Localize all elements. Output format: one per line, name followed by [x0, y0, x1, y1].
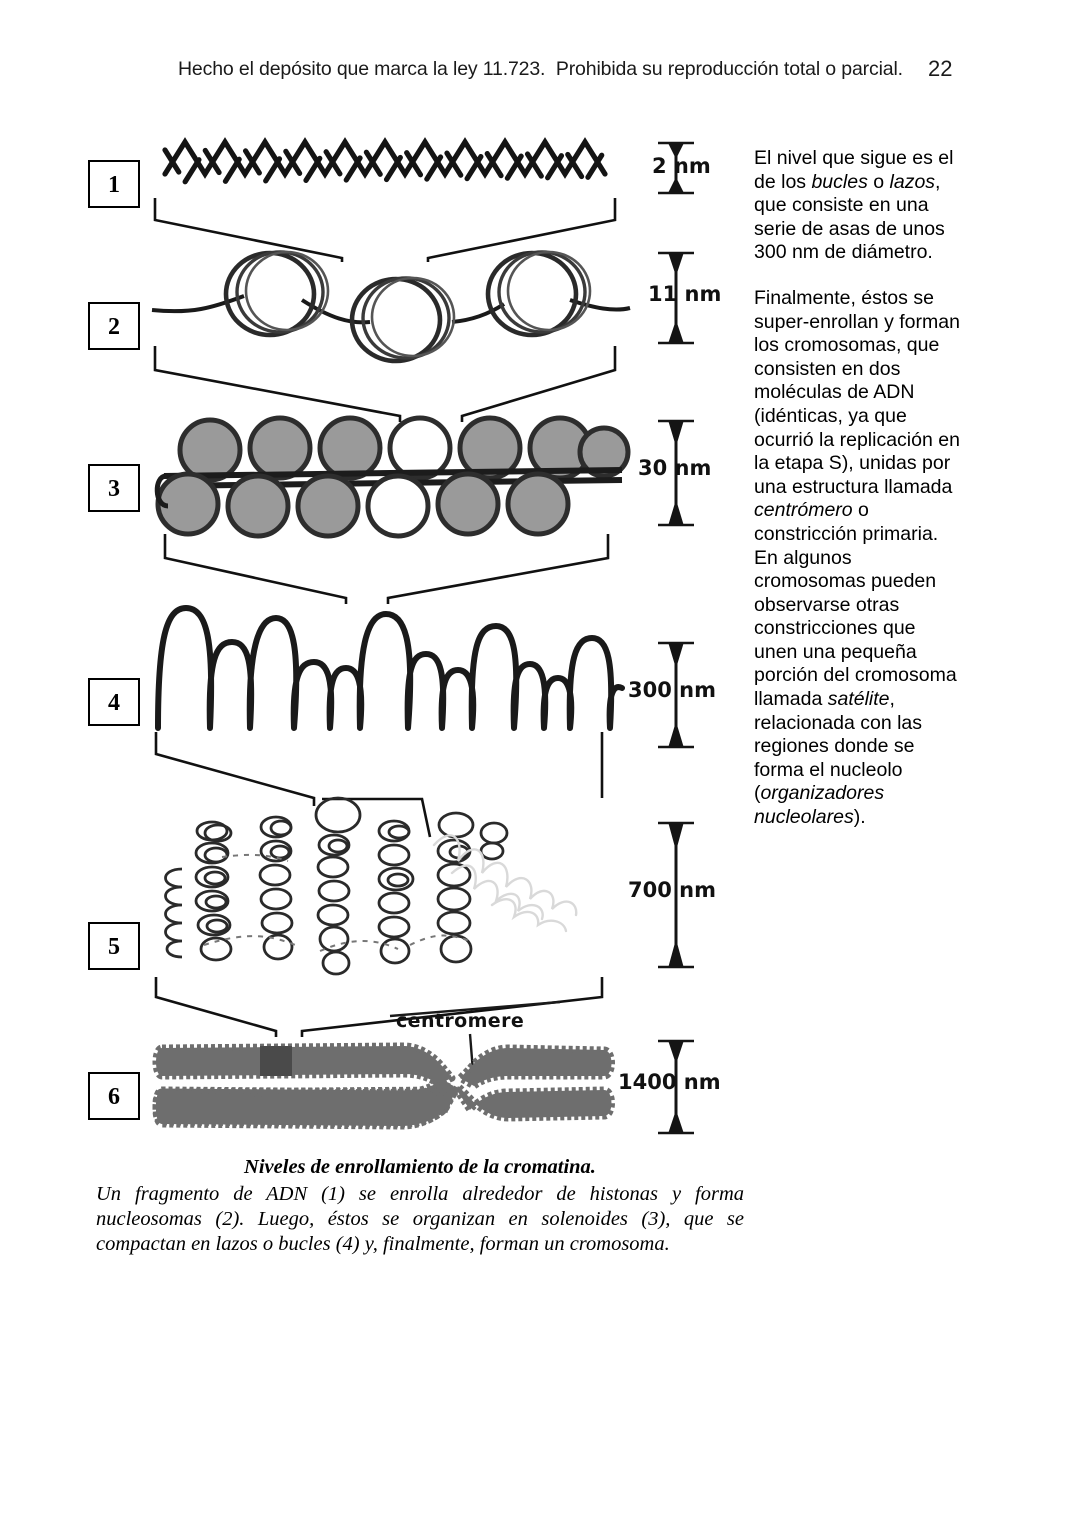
p2-part1: Finalmente, éstos se super-enrollan y fo… [754, 286, 960, 498]
dimension-marker-700nm: 700 nm [628, 820, 808, 970]
dimension-label-2nm: 2 nm [652, 154, 711, 178]
step-number-box-5: 5 [88, 922, 140, 970]
figure-caption-title: Niveles de enrollamiento de la cromatina… [244, 1156, 596, 1178]
p2-em-centromero: centrómero [754, 499, 853, 522]
dimension-label-300nm: 300 nm [628, 678, 716, 702]
page-header: Hecho el depósito que marca la ley 11.72… [0, 56, 1080, 88]
level-3-solenoid-fiber [152, 414, 632, 539]
p1-part3: , que consiste en una serie de asas de u… [754, 170, 945, 264]
connector-bracket-5-to-6 [150, 975, 620, 1037]
dimension-label-700nm: 700 nm [628, 878, 716, 902]
level-6-metaphase-chromosome [152, 1036, 622, 1140]
step-number-box-3: 3 [88, 464, 140, 512]
copyright-notice: Hecho el depósito que marca la ley 11.72… [178, 58, 903, 80]
p1-em-bucles: bucles [811, 170, 868, 193]
figure-caption: Niveles de enrollamiento de la cromatina… [96, 1155, 744, 1257]
level-2-nucleosomes [151, 238, 632, 364]
body-paragraph-2: Finalmente, éstos se super-enrollan y fo… [754, 287, 962, 830]
body-text-column: El nivel que sigue es el de los bucles o… [754, 147, 962, 852]
figure-caption-body: Un fragmento de ADN (1) se enrolla alred… [96, 1183, 744, 1255]
p2-part3: , relacionada con las regiones donde se … [754, 688, 923, 805]
p2-em-satelite: satélite [827, 688, 890, 711]
dimension-marker-30nm: 30 nm [638, 418, 808, 528]
level-1-dna-double-helix [160, 128, 620, 198]
dimension-label-30nm: 30 nm [638, 456, 712, 480]
p2-part2: o constricción primaria. En algunos crom… [754, 499, 957, 711]
dimension-marker-1400nm: 1400 nm [618, 1038, 808, 1136]
dimension-label-1400nm: 1400 nm [618, 1070, 721, 1094]
dimension-marker-11nm: 11 nm [648, 250, 808, 346]
level-4-loop-domains [152, 600, 632, 734]
dimension-label-11nm: 11 nm [648, 282, 722, 306]
step-number-box-2: 2 [88, 302, 140, 350]
connector-bracket-1-to-2 [150, 196, 620, 262]
p1-em-lazos: lazos [889, 170, 936, 193]
connector-bracket-3-to-4 [150, 532, 620, 604]
body-paragraph-1: El nivel que sigue es el de los bucles o… [754, 147, 962, 265]
page-number: 22 [928, 56, 953, 81]
connector-bracket-4-to-5 [150, 730, 620, 806]
p2-part4: ). [853, 806, 866, 829]
p2-em-organizadores: organizadores nucleolares [754, 782, 885, 829]
connector-bracket-2-to-3 [150, 344, 620, 422]
p1-part1: El nivel que sigue es el de los [754, 147, 954, 193]
level-5-condensed-chromatid [152, 795, 642, 980]
centromere-label: centromere [396, 1010, 525, 1032]
step-number-box-4: 4 [88, 678, 140, 726]
p1-part2: o [867, 170, 890, 193]
dimension-marker-300nm: 300 nm [628, 640, 808, 750]
step-number-box-6: 6 [88, 1072, 140, 1120]
step-number-box-1: 1 [88, 160, 140, 208]
dimension-marker-2nm: 2 nm [648, 140, 808, 196]
